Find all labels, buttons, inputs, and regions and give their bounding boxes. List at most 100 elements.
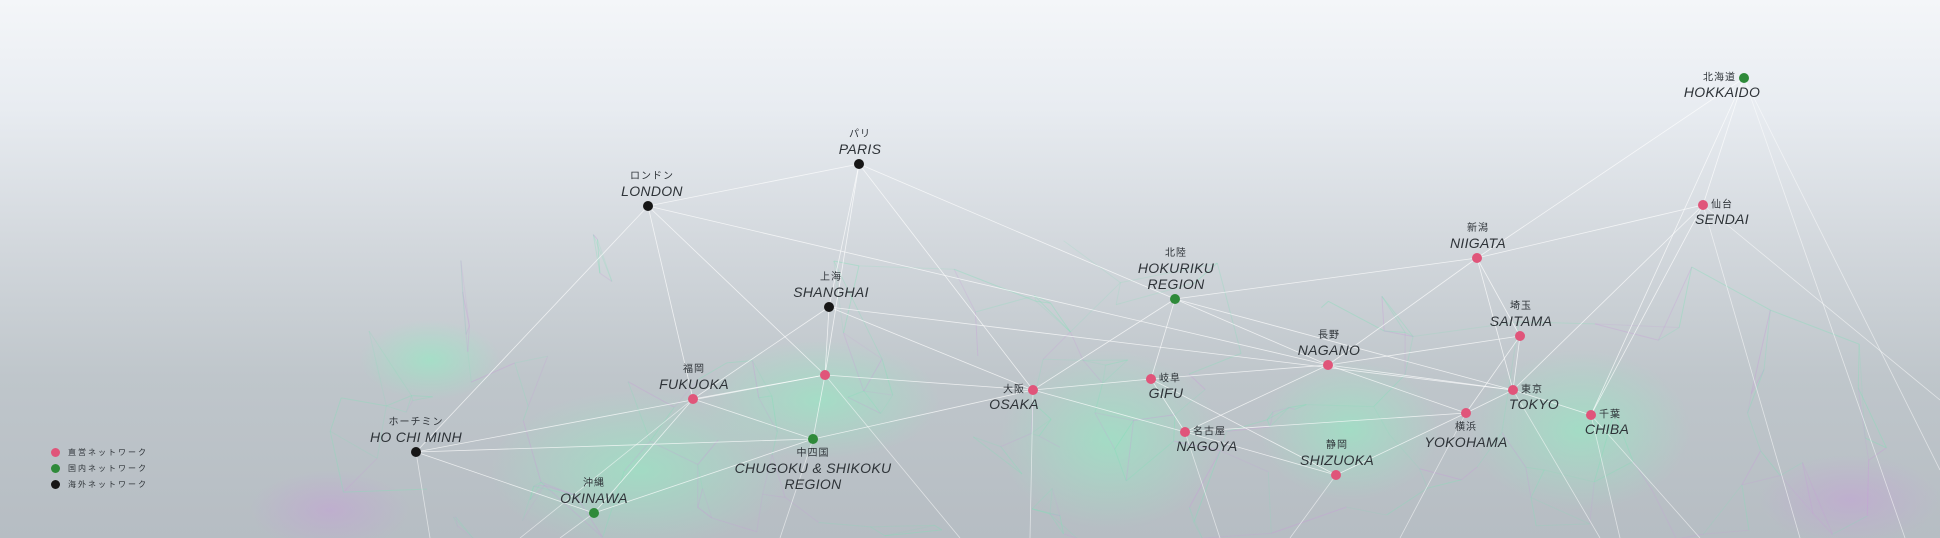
mesh-line	[1188, 352, 1242, 375]
node-gifu[interactable]	[1146, 374, 1156, 384]
mesh-line	[1288, 404, 1307, 409]
mesh-line	[973, 436, 1001, 448]
link-chugoku-okinawa	[593, 438, 814, 514]
link-okinawa-offscreen-13	[559, 512, 595, 538]
link-shizuoka-offscreen-8	[1289, 474, 1337, 538]
mesh-line	[1747, 369, 1765, 414]
node-chugoku[interactable]	[808, 434, 818, 444]
mesh-line	[533, 484, 545, 487]
mesh-line	[1220, 450, 1269, 473]
legend-item-direct: 直営ネットワーク	[51, 444, 148, 460]
mesh-line	[1461, 466, 1478, 481]
link-hokuriku-tokyo	[1174, 298, 1514, 391]
node-nagano[interactable]	[1323, 360, 1333, 370]
label-tokyo-jp: 東京	[1521, 384, 1543, 396]
mesh-line	[1174, 389, 1206, 416]
link-saitama-yokohama	[1465, 335, 1521, 414]
node-yokohama[interactable]	[1461, 408, 1471, 418]
mesh-line	[386, 395, 412, 407]
node-nagoya[interactable]	[1180, 427, 1190, 437]
mesh-line	[1857, 387, 1887, 448]
mesh-line	[1173, 414, 1176, 442]
label-hochiminh-en: HO CHI MINH	[370, 429, 462, 445]
label-shanghai-jp: 上海	[820, 272, 842, 283]
label-osaka: OSAKA	[989, 396, 1039, 412]
node-tokyo[interactable]	[1508, 385, 1518, 395]
legend-dot-overseas	[51, 479, 60, 489]
link-hochiminh-offscreen-12	[415, 451, 431, 538]
label-tokyo-jp-box: 東京	[1521, 384, 1543, 397]
mesh-line	[460, 260, 464, 293]
node-hokkaido[interactable]	[1739, 73, 1749, 83]
node-paris[interactable]	[854, 159, 864, 169]
link-niigata-saitama	[1476, 257, 1521, 337]
mesh-line	[343, 457, 378, 493]
mesh-line	[1049, 513, 1064, 535]
mesh-line	[1115, 282, 1121, 305]
mesh-line	[1384, 330, 1414, 338]
mesh-line	[1269, 407, 1290, 428]
mesh-line	[1501, 432, 1527, 468]
mesh-line	[697, 506, 713, 519]
mesh-line	[1328, 300, 1385, 332]
mesh-line	[1120, 262, 1218, 284]
mesh-line	[1269, 411, 1274, 427]
mesh-line	[1049, 513, 1061, 517]
node-london[interactable]	[643, 201, 653, 211]
mesh-line	[1031, 488, 1053, 510]
mesh-line	[529, 485, 545, 501]
mesh-line	[1294, 404, 1307, 410]
mesh-line	[1419, 468, 1428, 489]
node-okinawa[interactable]	[589, 508, 599, 518]
node-unlabeled[interactable]	[820, 370, 830, 380]
mesh-line	[698, 362, 727, 380]
node-hokuriku[interactable]	[1170, 294, 1180, 304]
node-shizuoka[interactable]	[1331, 470, 1341, 480]
link-saitama-tokyo	[1512, 335, 1521, 391]
label-hochiminh-jp: ホーチミン	[388, 417, 444, 428]
mesh-line	[1525, 467, 1532, 498]
mesh-line	[726, 360, 753, 364]
link-hokuriku-nagano	[1174, 298, 1329, 366]
node-sendai[interactable]	[1698, 200, 1708, 210]
link-paris-london	[647, 163, 860, 207]
node-fukuoka[interactable]	[688, 394, 698, 404]
mesh-line	[1000, 433, 1032, 448]
mesh-line	[1589, 481, 1595, 524]
mesh-line	[771, 454, 786, 498]
mesh-line	[953, 269, 976, 313]
node-chiba[interactable]	[1586, 410, 1596, 420]
link-hokuriku-gifu	[1150, 298, 1176, 380]
mesh-line	[1059, 515, 1064, 534]
node-saitama[interactable]	[1515, 331, 1525, 341]
mesh-line	[1530, 497, 1590, 525]
link-hokkaido-sendai	[1702, 77, 1745, 206]
label-london-en: LONDON	[621, 183, 683, 199]
mesh-line	[1272, 407, 1289, 413]
mesh-line	[1115, 282, 1195, 306]
label-yokohama-jp: 横浜	[1455, 422, 1477, 433]
mesh-line	[697, 439, 719, 465]
mesh-line	[623, 440, 651, 472]
node-shanghai[interactable]	[824, 302, 834, 312]
label-okinawa-jp: 沖縄	[583, 478, 605, 489]
mesh-line	[1051, 488, 1061, 516]
node-hochiminh[interactable]	[411, 447, 421, 457]
mesh-line	[1070, 282, 1121, 333]
label-chugoku-jp: 中四国	[796, 448, 830, 459]
link-hokkaido-offscreen-0	[1743, 77, 1940, 471]
mesh-line	[1266, 419, 1271, 428]
label-sendai-jp-box: 仙台	[1711, 199, 1733, 212]
mesh-line	[1594, 460, 1634, 483]
node-niigata[interactable]	[1472, 253, 1482, 263]
mesh-line	[343, 488, 427, 493]
label-hokkaido: HOKKAIDO	[1684, 84, 1760, 100]
mesh-line	[1386, 487, 1428, 516]
mesh-line	[975, 295, 1035, 313]
node-osaka[interactable]	[1028, 385, 1038, 395]
link-nagoya-offscreen-9	[1184, 431, 1221, 538]
